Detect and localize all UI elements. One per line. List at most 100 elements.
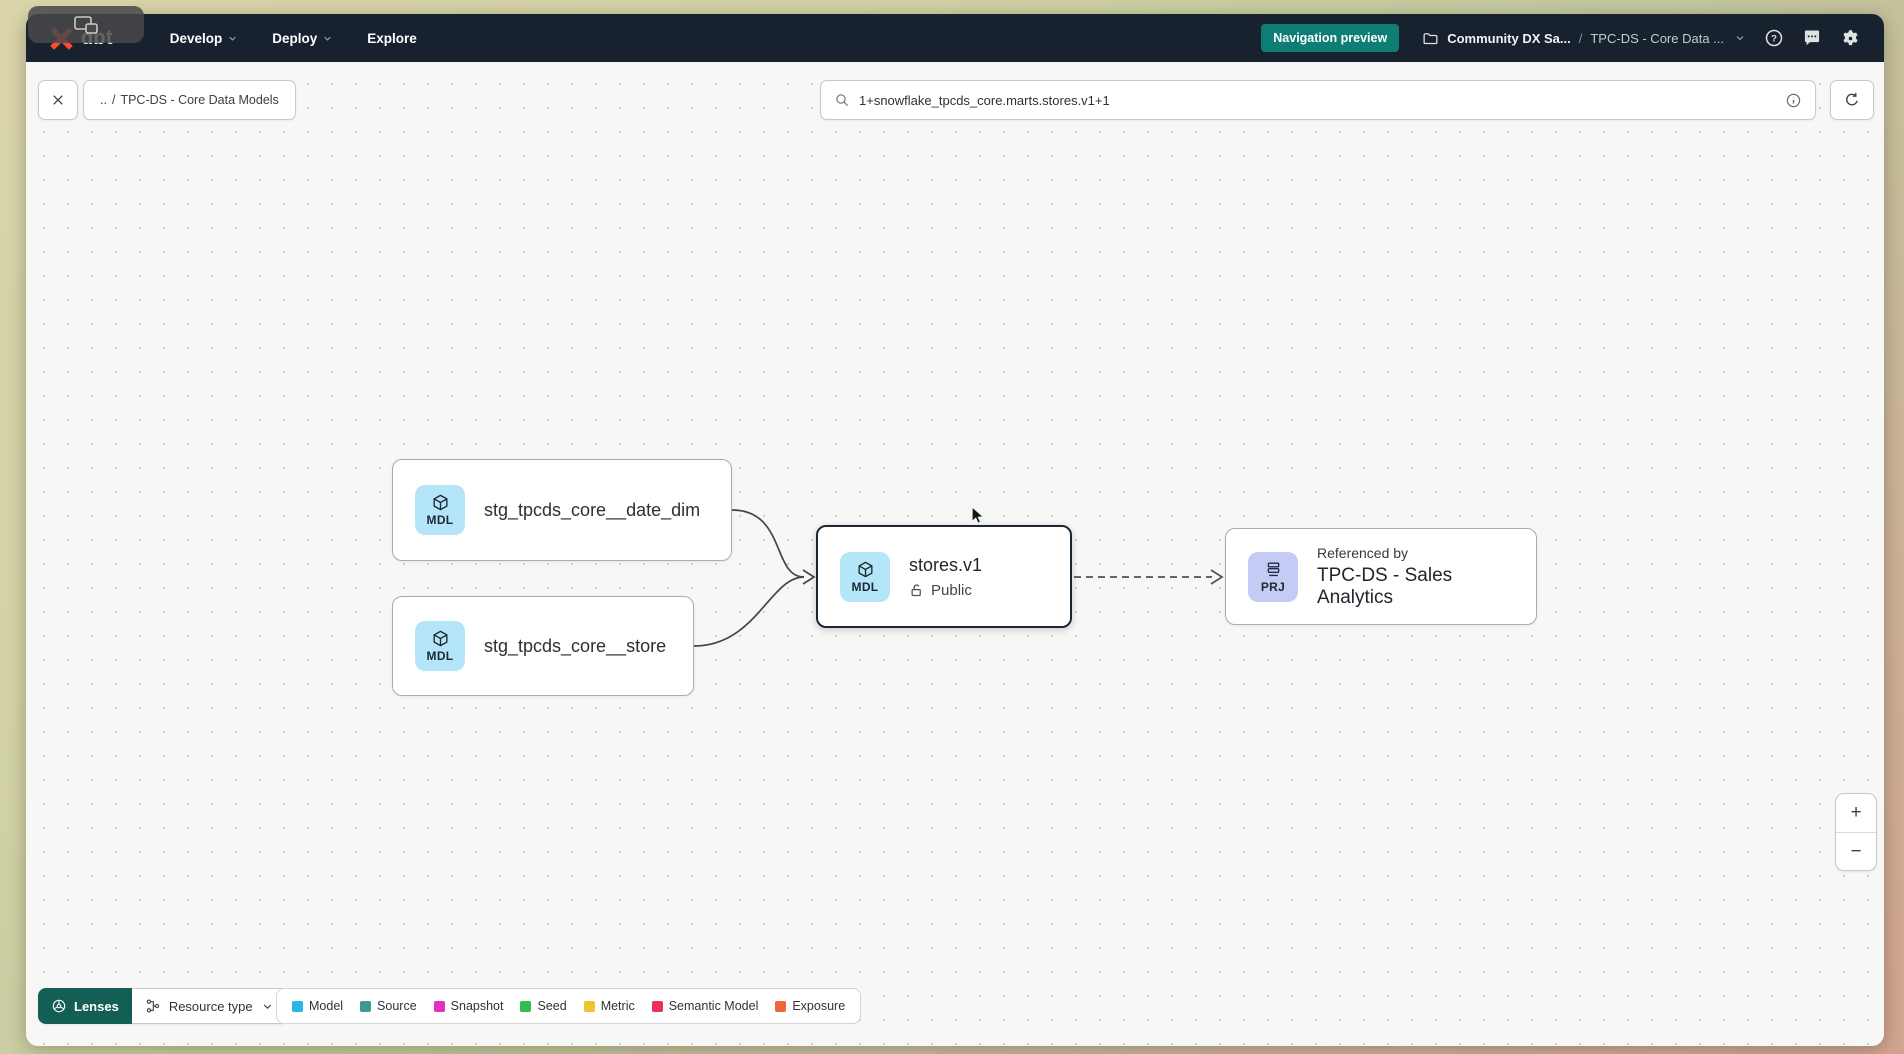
lineage-breadcrumb-chip[interactable]: .. / TPC-DS - Core Data Models bbox=[83, 80, 296, 120]
resource-type-code: MDL bbox=[426, 649, 454, 663]
legend-label: Snapshot bbox=[450, 999, 504, 1013]
model-badge: MDL bbox=[415, 621, 465, 671]
unlock-icon bbox=[911, 584, 921, 596]
breadcrumb-up[interactable]: .. bbox=[100, 93, 107, 107]
edge-arrowhead bbox=[1210, 569, 1224, 585]
edge-date-dim-to-stores bbox=[731, 509, 805, 578]
help-icon[interactable]: ? bbox=[1762, 26, 1786, 50]
edge-store-to-stores bbox=[693, 576, 805, 647]
legend-item-metric: Metric bbox=[583, 999, 635, 1013]
legend-item-exposure: Exposure bbox=[775, 999, 845, 1013]
legend-swatch bbox=[775, 1000, 787, 1012]
resource-type-code: MDL bbox=[851, 579, 879, 594]
breadcrumb-separator: / bbox=[1578, 30, 1583, 46]
lenses-button[interactable]: Lenses bbox=[38, 988, 132, 1024]
screen-share-indicator bbox=[28, 6, 144, 43]
lenses-icon bbox=[52, 999, 66, 1013]
zoom-out-button[interactable]: − bbox=[1836, 832, 1876, 870]
node-text: Referenced by TPC-DS - Sales Analytics bbox=[1317, 545, 1514, 609]
settings-gear-icon[interactable] bbox=[1838, 26, 1862, 50]
legend-swatch bbox=[360, 1000, 372, 1012]
close-icon bbox=[53, 95, 63, 105]
node-visibility: Public bbox=[909, 582, 982, 599]
node-stg-tpcds-core-store[interactable]: MDL stg_tpcds_core__store bbox=[392, 596, 694, 696]
nav-menu-develop[interactable]: Develop bbox=[153, 14, 256, 62]
search-input[interactable] bbox=[859, 92, 1776, 108]
resource-type-code: MDL bbox=[426, 513, 454, 527]
legend-swatch bbox=[651, 1000, 663, 1012]
nav-menu-explore[interactable]: Explore bbox=[350, 14, 434, 62]
zoom-in-button[interactable]: + bbox=[1850, 802, 1862, 823]
node-title: stores.v1 bbox=[909, 554, 983, 575]
cube-icon bbox=[857, 561, 873, 577]
navbar-right: Navigation preview Community DX Sa... / … bbox=[1261, 24, 1862, 52]
resource-type-legend: Model Source Snapshot Seed Metric Semant… bbox=[276, 988, 862, 1024]
zoom-controls: + − bbox=[1835, 793, 1877, 871]
chevron-down-icon bbox=[227, 33, 238, 44]
navigation-preview-badge[interactable]: Navigation preview bbox=[1261, 24, 1400, 52]
search-icon bbox=[836, 94, 849, 107]
nav-menu-deploy[interactable]: Deploy bbox=[255, 14, 350, 62]
stacked-trays-icon bbox=[1267, 561, 1279, 576]
breadcrumb-current: TPC-DS - Core Data Models bbox=[120, 93, 279, 107]
visibility-label: Public bbox=[931, 581, 972, 599]
breadcrumb-account[interactable]: Community DX Sa... bbox=[1447, 30, 1571, 46]
legend-item-source: Source bbox=[360, 999, 417, 1013]
resource-type-label: Resource type bbox=[168, 998, 253, 1014]
legend-label: Source bbox=[377, 999, 417, 1013]
legend-item-semantic-model: Semantic Model bbox=[651, 999, 759, 1013]
chevron-down-icon bbox=[263, 1003, 271, 1009]
node-label: stg_tpcds_core__date_dim bbox=[484, 499, 701, 520]
resource-type-code: PRJ bbox=[1260, 579, 1286, 594]
legend-swatch bbox=[292, 1000, 303, 1012]
model-badge: MDL bbox=[840, 551, 890, 602]
lineage-selector-search[interactable] bbox=[820, 80, 1816, 120]
lenses-label: Lenses bbox=[74, 998, 119, 1014]
legend-label: Exposure bbox=[792, 999, 846, 1013]
node-label: stg_tpcds_core__store bbox=[484, 635, 667, 656]
info-icon[interactable] bbox=[1785, 92, 1802, 109]
legend-label: Seed bbox=[537, 999, 567, 1013]
legend-item-model: Model bbox=[292, 999, 343, 1013]
legend-item-seed: Seed bbox=[520, 999, 567, 1013]
close-lineage-button[interactable] bbox=[38, 80, 78, 120]
lenses-controls: Lenses Resource type bbox=[38, 988, 288, 1024]
legend-label: Model bbox=[309, 999, 344, 1013]
folder-icon bbox=[1421, 26, 1439, 50]
refresh-icon bbox=[1846, 92, 1858, 106]
nodes-icon bbox=[146, 999, 159, 1013]
legend-swatch bbox=[433, 1000, 445, 1012]
window-icon bbox=[74, 15, 98, 34]
svg-text:?: ? bbox=[1771, 34, 1777, 45]
model-badge: MDL bbox=[415, 485, 465, 535]
node-stores-v1[interactable]: MDL stores.v1 Public bbox=[816, 525, 1072, 628]
node-referenced-by-project[interactable]: PRJ Referenced by TPC-DS - Sales Analyti… bbox=[1225, 528, 1537, 625]
resource-type-dropdown[interactable]: Resource type bbox=[131, 988, 288, 1024]
feedback-icon[interactable] bbox=[1800, 26, 1824, 50]
chevron-down-icon[interactable] bbox=[1732, 26, 1748, 50]
legend-label: Metric bbox=[600, 999, 635, 1013]
refresh-lineage-button[interactable] bbox=[1830, 80, 1874, 120]
node-title: TPC-DS - Sales Analytics bbox=[1317, 564, 1453, 608]
legend-swatch bbox=[520, 1000, 532, 1012]
app-window: dbt Develop Deploy Explore Navigation pr… bbox=[26, 14, 1884, 1046]
breadcrumb: Community DX Sa... / TPC-DS - Core Data … bbox=[1421, 26, 1748, 50]
chevron-down-icon bbox=[322, 33, 333, 44]
top-navbar: dbt Develop Deploy Explore Navigation pr… bbox=[26, 14, 1884, 62]
edge-arrowhead bbox=[802, 569, 816, 585]
node-text: stores.v1 Public bbox=[909, 555, 982, 599]
node-stg-tpcds-core-date-dim[interactable]: MDL stg_tpcds_core__date_dim bbox=[392, 459, 732, 561]
breadcrumb-project[interactable]: TPC-DS - Core Data ... bbox=[1590, 30, 1724, 46]
lineage-edges bbox=[693, 509, 1224, 647]
legend-swatch bbox=[583, 1000, 595, 1012]
nav-menu-label: Develop bbox=[169, 30, 223, 46]
breadcrumb-separator: / bbox=[111, 93, 116, 107]
nav-menu-label: Deploy bbox=[272, 30, 318, 46]
legend-label: Semantic Model bbox=[668, 999, 759, 1013]
cube-icon bbox=[432, 494, 448, 511]
cube-icon bbox=[432, 630, 448, 647]
legend-item-snapshot: Snapshot bbox=[433, 999, 504, 1013]
project-badge: PRJ bbox=[1248, 551, 1298, 602]
nav-menu-label: Explore bbox=[367, 30, 417, 46]
